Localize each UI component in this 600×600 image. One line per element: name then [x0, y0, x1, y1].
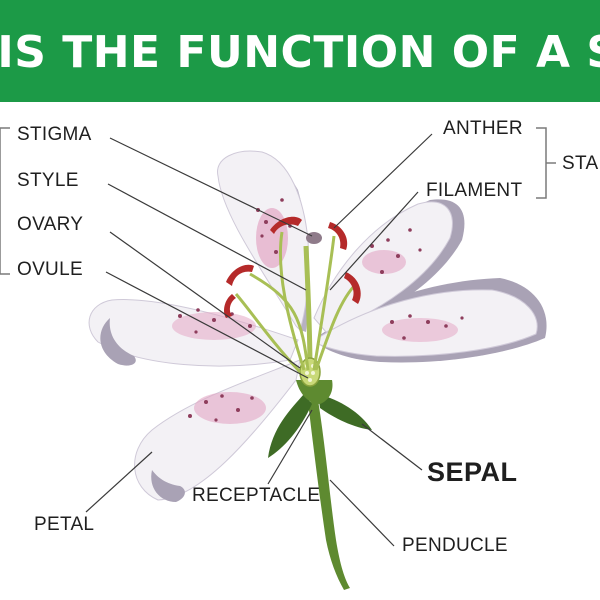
leader-petal: [85, 451, 153, 513]
label-sepal: SEPAL: [427, 457, 518, 487]
label-style: STYLE: [17, 170, 79, 191]
label-petal: PETAL: [34, 514, 95, 535]
petal-spots: [178, 198, 464, 422]
blush-lower-left: [194, 392, 266, 424]
blush-upper-right: [362, 250, 406, 274]
leader-penducle: [329, 479, 395, 547]
petal-lower-left-shadow: [151, 470, 185, 502]
label-stigma: STIGMA: [17, 124, 92, 145]
leader-sepal: [361, 423, 423, 471]
label-penducle: PENDUCLE: [402, 535, 508, 556]
style: [303, 245, 313, 371]
label-filament: FILAMENT: [426, 180, 523, 201]
receptacle: [296, 380, 333, 404]
filaments: [234, 231, 358, 374]
peduncle-stem: [308, 400, 350, 590]
sepal-right: [318, 394, 372, 430]
blush-right: [382, 318, 458, 342]
leader-anther: [333, 133, 433, 229]
sepal-left: [268, 394, 312, 458]
blush-left: [172, 312, 256, 340]
leader-ovule: [105, 271, 309, 379]
leader-lines: [85, 133, 433, 547]
banner-title: T IS THE FUNCTION OF A SE: [0, 27, 600, 78]
stamen-bracket: [536, 127, 547, 199]
title-banner: T IS THE FUNCTION OF A SE: [0, 0, 600, 102]
anthers: [224, 216, 361, 318]
leader-filament: [329, 191, 419, 291]
label-ovary: OVARY: [17, 214, 84, 235]
label-stamen: STA: [562, 153, 599, 174]
petal-lower-left: [134, 359, 301, 501]
label-anther: ANTHER: [443, 118, 523, 139]
leader-style: [107, 183, 307, 291]
label-ovule: OVULE: [17, 259, 83, 280]
leader-ovary: [109, 231, 301, 369]
petal-left-shadow: [100, 318, 136, 366]
leader-stigma: [109, 137, 313, 237]
label-receptacle: RECEPTACLE: [192, 485, 321, 506]
leader-receptacle: [267, 409, 313, 485]
pistil-bracket: [0, 127, 10, 275]
